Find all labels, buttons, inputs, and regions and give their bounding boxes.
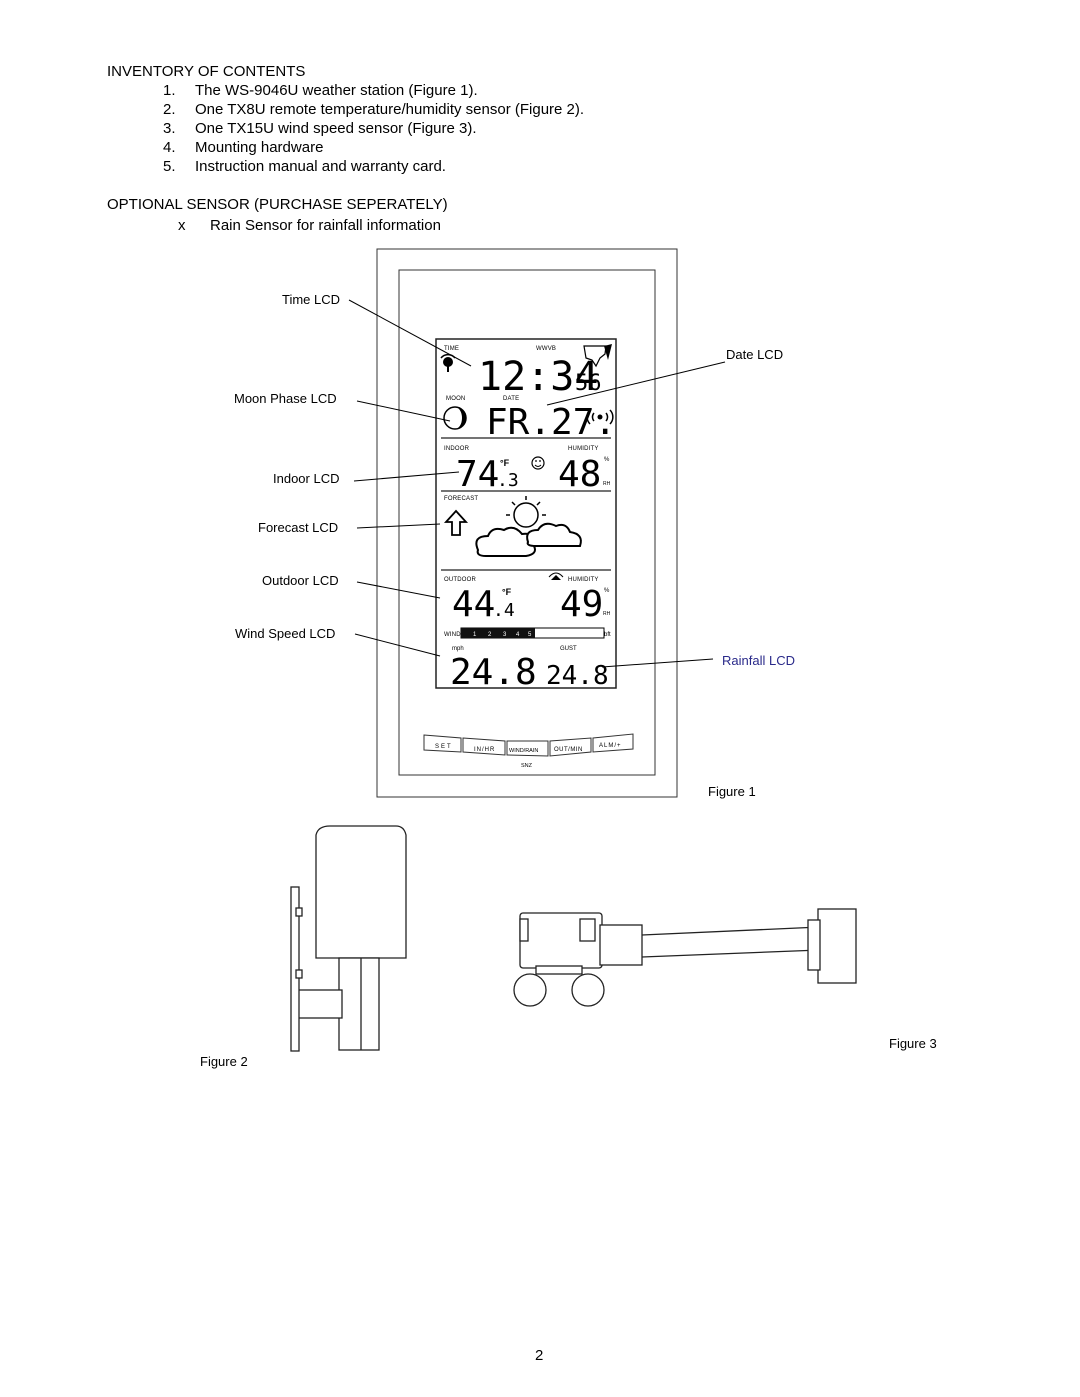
wind-gust-value: 24.8	[546, 661, 609, 691]
optional-heading: OPTIONAL SENSOR (PURCHASE SEPERATELY)	[107, 196, 448, 213]
button-alm-label: ALM/+	[599, 743, 622, 749]
wind-scale-4: 4	[516, 632, 520, 638]
time-seconds: 56	[575, 371, 602, 396]
smiley-comfort-icon	[531, 456, 545, 470]
wind-scale-1: 1	[473, 632, 477, 638]
outdoor-label: OUTDOOR	[444, 577, 477, 583]
callout-indoor: Indoor LCD	[273, 471, 340, 486]
set-button	[423, 734, 462, 753]
indoor-temp-main: 74	[456, 454, 499, 495]
outdoor-humidity-value: 49	[560, 584, 603, 625]
wind-gust-label: GUST	[560, 646, 577, 652]
outdoor-temp-decimal: .4	[493, 600, 515, 621]
indoor-label: INDOOR	[444, 446, 470, 452]
moon-label: MOON	[446, 396, 465, 402]
outdoor-humidity-label: HUMIDITY	[568, 577, 599, 583]
wind-scale-5: 5	[528, 632, 532, 638]
figure-1-caption: Figure 1	[708, 784, 756, 799]
wind-mph: mph	[452, 646, 464, 652]
callout-moon: Moon Phase LCD	[234, 391, 337, 406]
callout-wind: Wind Speed LCD	[235, 626, 336, 641]
optional-bullet: x	[178, 217, 186, 234]
wind-label: WIND	[444, 632, 461, 638]
indoor-temp-decimal: .3	[497, 470, 519, 491]
date-label: DATE	[503, 396, 519, 402]
button-in-hr-label: IN/HR	[474, 747, 495, 753]
wwvb-label: WWVB	[536, 346, 556, 352]
out-min-button	[549, 737, 592, 757]
indoor-rh: RH	[603, 481, 611, 487]
button-set-label: SET	[435, 744, 453, 750]
list-item: 2.One TX8U remote temperature/humidity s…	[163, 101, 585, 118]
radio-tower-icon	[440, 353, 456, 372]
alarm-signal-icon	[586, 409, 614, 425]
indoor-unit: °F	[500, 458, 510, 468]
moon-phase-icon	[443, 406, 467, 430]
usa-map-icon	[583, 344, 612, 368]
wind-bft: bft	[604, 632, 611, 638]
button-wind-rain-label: WIND/RAIN	[509, 748, 538, 754]
figure-2-caption: Figure 2	[200, 1054, 248, 1069]
callout-lines	[348, 299, 726, 668]
button-out-min-label: OUT/MIN	[554, 747, 583, 753]
outdoor-rh: RH	[603, 611, 611, 617]
time-main: 12:34	[478, 354, 598, 400]
list-item: 5.Instruction manual and warranty card.	[163, 158, 446, 175]
wind-bar-fill	[461, 628, 535, 638]
list-item: 1.The WS-9046U weather station (Figure 1…	[163, 82, 478, 99]
station-outer-frame	[376, 248, 678, 798]
indoor-percent: %	[604, 457, 610, 463]
wind-speed-value: 24.8	[450, 652, 537, 693]
callout-outdoor: Outdoor LCD	[262, 573, 339, 588]
outdoor-unit: °F	[502, 587, 512, 597]
time-label: TIME	[444, 346, 459, 352]
page-number: 2	[535, 1347, 544, 1364]
lcd-screen	[435, 338, 617, 689]
button-row: SET IN/HR WIND/RAIN OUT/MIN ALM/+ SNZ	[423, 733, 634, 769]
callout-rainfall: Rainfall LCD	[722, 653, 795, 668]
station-inner-frame	[398, 269, 656, 776]
forecast-label: FORECAST	[444, 496, 478, 502]
inventory-heading: INVENTORY OF CONTENTS	[107, 63, 306, 80]
indoor-humidity-value: 48	[558, 454, 601, 495]
outdoor-temp-main: 44	[452, 584, 495, 625]
outdoor-percent: %	[604, 588, 610, 594]
signal-wave-icon	[548, 572, 564, 580]
alm-button	[592, 733, 634, 753]
wind-speed-sensor-drawing	[513, 908, 857, 1007]
callout-time: Time LCD	[282, 292, 341, 307]
callout-forecast: Forecast LCD	[258, 520, 339, 535]
wind-scale-2: 2	[488, 632, 492, 638]
figure-3-caption: Figure 3	[889, 1036, 937, 1051]
up-arrow-icon	[443, 509, 469, 536]
callout-date: Date LCD	[726, 347, 784, 362]
optional-item: Rain Sensor for rainfall information	[210, 217, 441, 234]
list-item: 3.One TX15U wind speed sensor (Figure 3)…	[163, 120, 477, 137]
wind-scale-3: 3	[503, 632, 507, 638]
in-hr-button	[462, 737, 506, 756]
wind-rain-button	[506, 740, 549, 757]
indoor-humidity-label: HUMIDITY	[568, 446, 599, 452]
date-value: FR.27.	[486, 402, 616, 443]
snz-label: SNZ	[521, 763, 533, 769]
sun-cloud-icon	[475, 496, 582, 557]
temp-humidity-sensor-drawing	[290, 825, 407, 1052]
list-item: 4.Mounting hardware	[163, 139, 324, 156]
